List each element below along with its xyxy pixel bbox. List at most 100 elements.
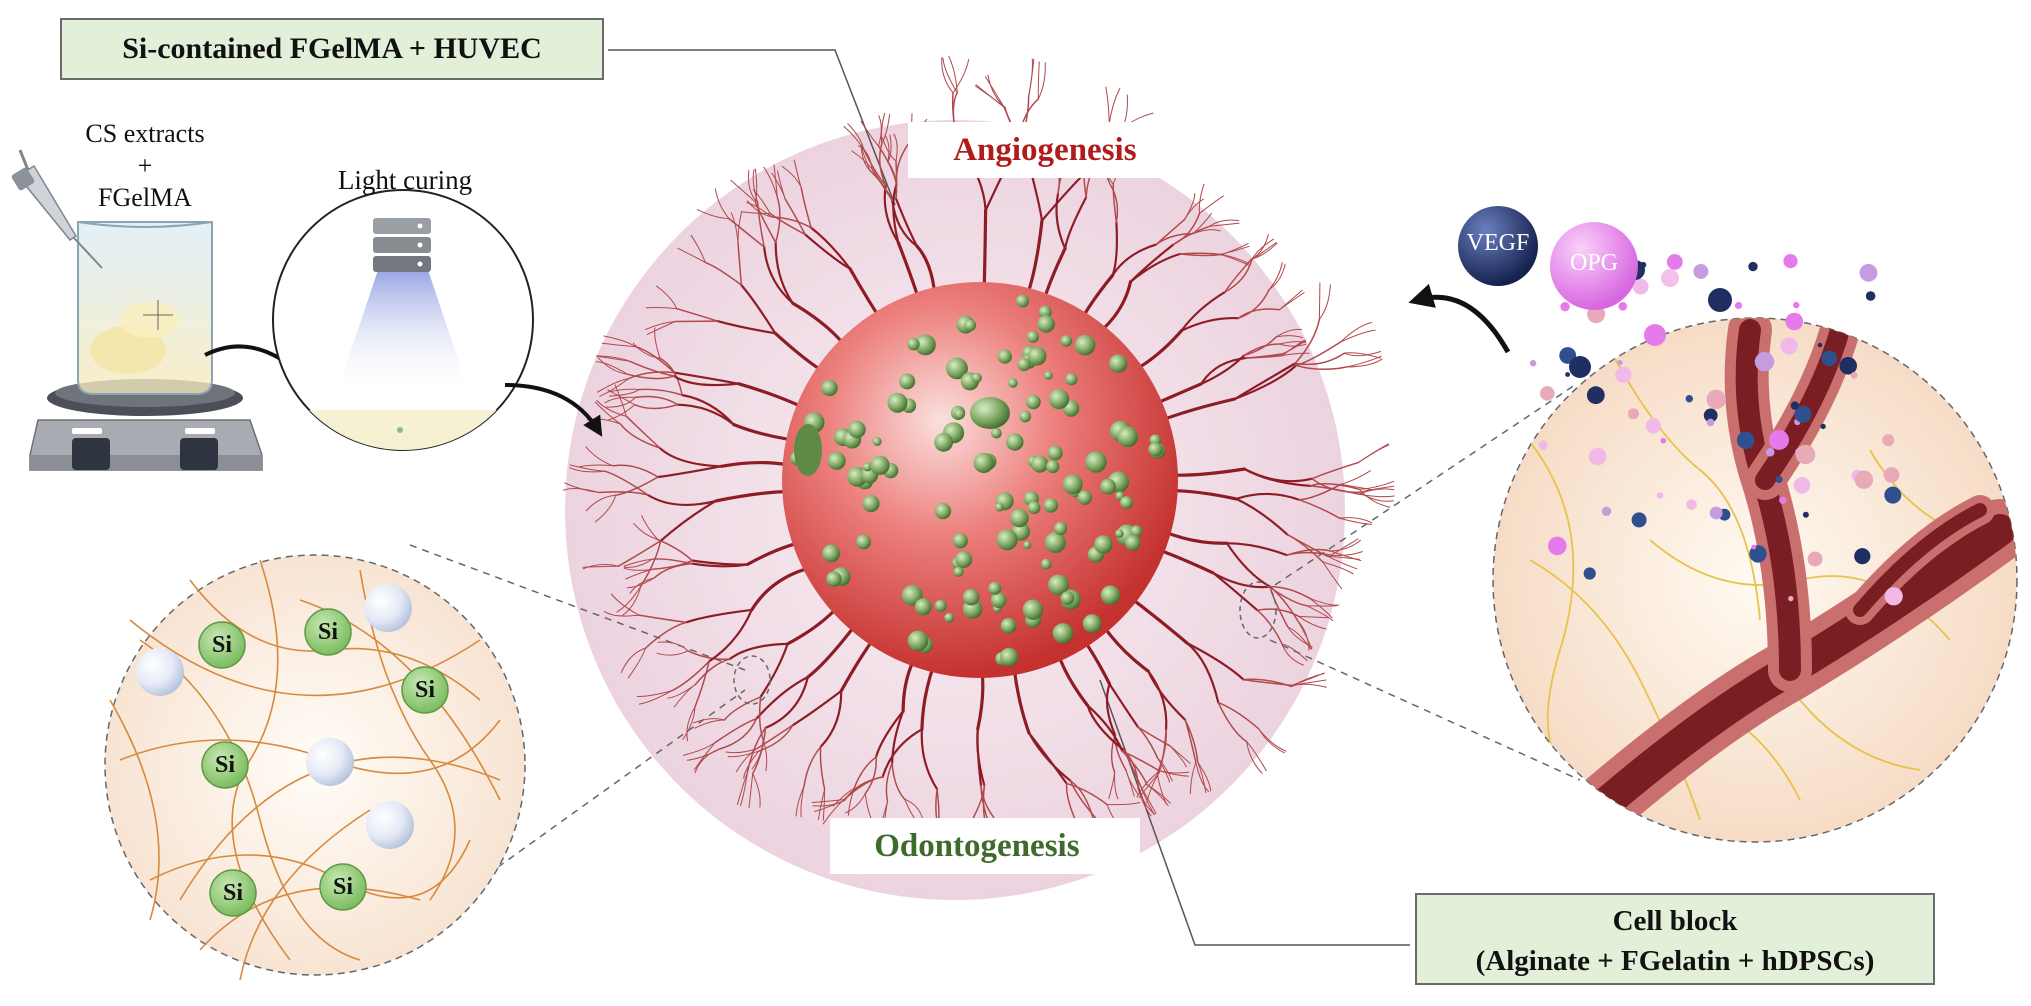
vessel-branch bbox=[881, 113, 891, 145]
cell-particle bbox=[1117, 426, 1138, 448]
opg-label: OPG bbox=[1554, 250, 1634, 277]
vessel-branch bbox=[1169, 745, 1187, 768]
vessel-branch bbox=[736, 771, 749, 806]
cell-particle bbox=[1026, 330, 1040, 343]
gel-particle bbox=[462, 467, 468, 473]
si-label: Si bbox=[214, 752, 235, 778]
cell-particle bbox=[1062, 474, 1083, 495]
cell-particle bbox=[907, 337, 920, 351]
vessel-branch bbox=[1295, 341, 1342, 367]
vessel-branch bbox=[819, 689, 843, 748]
vessel-branch bbox=[1197, 761, 1207, 794]
vessel-branch bbox=[1037, 61, 1040, 100]
vessel-branch bbox=[881, 728, 923, 779]
vessel-branch bbox=[621, 585, 642, 617]
vessel-branch bbox=[984, 76, 1005, 108]
vessel-branch bbox=[693, 741, 716, 771]
vessel-branch bbox=[585, 446, 614, 467]
vessel-branch bbox=[1340, 322, 1373, 343]
cell-particle bbox=[990, 592, 1007, 609]
bubble bbox=[136, 648, 184, 696]
vessel-branch bbox=[1275, 328, 1303, 338]
si-particle bbox=[304, 608, 352, 656]
cell-block-leader-line bbox=[1099, 679, 1410, 946]
factor-dot bbox=[1693, 264, 1709, 279]
vessel-branch bbox=[1330, 538, 1359, 556]
factor-dot bbox=[1656, 492, 1664, 499]
vessel-branch bbox=[811, 799, 845, 804]
si-particle bbox=[209, 869, 257, 917]
vessel-branch bbox=[1069, 779, 1097, 820]
vessel-branch bbox=[696, 209, 730, 220]
cell-particle bbox=[1074, 334, 1096, 356]
vessel-branch bbox=[599, 378, 629, 397]
vessel-branch bbox=[1211, 571, 1271, 589]
vessel-branch bbox=[1027, 731, 1072, 782]
factor-dot bbox=[1854, 548, 1871, 565]
cell-particle bbox=[870, 455, 890, 475]
vessel-branch bbox=[1220, 245, 1250, 255]
vessel-branch bbox=[1330, 550, 1362, 562]
vessel-branch bbox=[847, 123, 865, 150]
vegf-sphere bbox=[1458, 206, 1538, 286]
cell-particle bbox=[971, 372, 982, 383]
vessel-branch bbox=[1180, 317, 1240, 332]
vessel-branch bbox=[637, 614, 687, 624]
cell-particle bbox=[1130, 525, 1143, 538]
factor-dot bbox=[1686, 499, 1697, 510]
gel-particle bbox=[417, 465, 423, 471]
cured-gel bbox=[273, 410, 533, 450]
cell-particle bbox=[1109, 354, 1128, 373]
factor-dot bbox=[1538, 440, 1548, 450]
vessel-branch bbox=[658, 446, 723, 468]
factor-dot bbox=[1617, 359, 1623, 366]
vessel-branch bbox=[739, 771, 749, 806]
vessel-branch bbox=[604, 396, 636, 404]
cell-particle bbox=[1022, 599, 1044, 620]
vessel-branch bbox=[1192, 229, 1221, 235]
si-label: Si bbox=[317, 619, 338, 645]
vessel-branch bbox=[1184, 719, 1197, 764]
factor-dot bbox=[1583, 567, 1596, 580]
factor-dot bbox=[1569, 356, 1591, 378]
si-particle bbox=[401, 666, 449, 714]
cs-extracts-label: CS extracts + FGelMA bbox=[40, 118, 250, 214]
vessel-branch bbox=[608, 388, 641, 397]
bubble bbox=[364, 584, 412, 632]
gel-particle bbox=[327, 437, 333, 443]
cell-particle bbox=[997, 349, 1012, 364]
opg-text: OPG bbox=[1569, 250, 1618, 276]
vessel-branch bbox=[737, 211, 742, 244]
cell-particle bbox=[1120, 496, 1133, 510]
vessel-branch bbox=[1295, 364, 1348, 370]
light-beam bbox=[336, 270, 470, 395]
vessel-branch bbox=[1345, 355, 1382, 368]
curved-arrow-icon bbox=[504, 383, 603, 437]
factor-dot bbox=[1709, 506, 1723, 520]
vessel-branch bbox=[640, 540, 662, 587]
vessel-branch bbox=[616, 585, 642, 613]
vessel-branch bbox=[887, 161, 898, 200]
vessel-branch bbox=[636, 690, 672, 697]
factor-dot bbox=[1734, 301, 1743, 310]
cell-particle bbox=[1048, 574, 1069, 596]
vessel-branch bbox=[670, 660, 710, 692]
factor-dot bbox=[1817, 342, 1823, 348]
vessel-branch bbox=[1318, 282, 1321, 320]
factor-dot bbox=[1769, 429, 1789, 450]
cell-block-sphere bbox=[782, 282, 1178, 678]
vessel-branch bbox=[686, 748, 721, 761]
vessel-branch bbox=[653, 562, 693, 579]
vessel-branch bbox=[667, 683, 696, 699]
green-cell-particles bbox=[790, 294, 1166, 667]
vessel-branch bbox=[682, 741, 716, 756]
vessel-branch bbox=[687, 650, 731, 661]
vessel-branch bbox=[1185, 641, 1245, 681]
cell-particle bbox=[954, 408, 965, 420]
cell-particle bbox=[999, 647, 1019, 667]
vessel-branch bbox=[763, 245, 794, 305]
vessel-branch bbox=[860, 120, 880, 147]
vessel-branch bbox=[1358, 485, 1395, 493]
cell-particle bbox=[1031, 455, 1049, 473]
vessel-branch bbox=[1250, 233, 1269, 260]
